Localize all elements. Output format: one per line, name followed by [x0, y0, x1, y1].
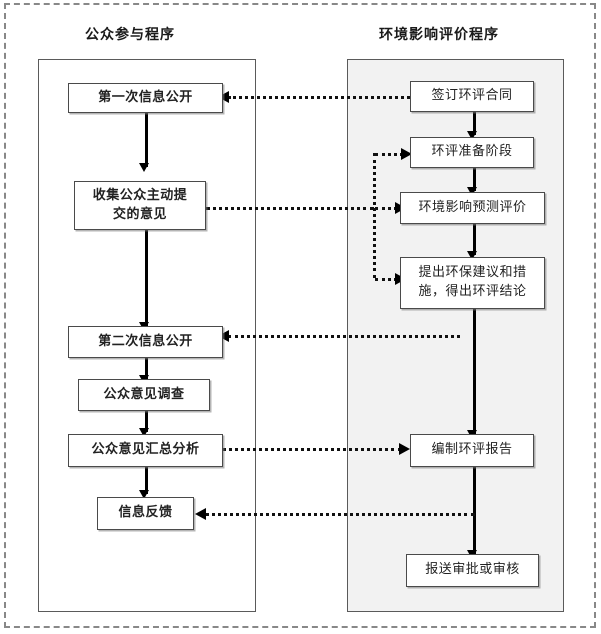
node-label: 编制环评报告: [431, 442, 513, 458]
node-label-line1: 提出环保建议和措: [418, 265, 527, 281]
node-environmental-impact-prediction[interactable]: 环境影响预测评价: [400, 192, 545, 224]
arrowhead-l5-l6: [139, 490, 149, 499]
connector-l1-l2: [145, 111, 148, 167]
connector-r4-r5: [473, 308, 476, 434]
node-information-feedback[interactable]: 信息反馈: [97, 497, 194, 530]
arrowhead-r3-r4: [467, 251, 477, 260]
node-public-opinion-survey[interactable]: 公众意见调查: [78, 379, 210, 411]
dotted-link-trunk-r2: [375, 153, 403, 156]
arrowhead-l1-l2: [139, 163, 149, 172]
connector-r1-r2: [473, 111, 476, 135]
dotted-trunk-vertical: [373, 153, 376, 278]
node-label-line2: 交的意见: [112, 206, 167, 222]
node-label: 环评准备阶段: [431, 144, 513, 160]
arrowhead-r5-l6: [195, 508, 206, 520]
node-collect-public-opinions[interactable]: 收集公众主动提 交的意见: [74, 181, 206, 230]
dotted-link-trunk-r3: [375, 207, 397, 210]
arrowhead-r2-r3: [467, 187, 477, 196]
arrowhead-r1-r2: [467, 131, 477, 140]
connector-r2-r3: [473, 167, 476, 191]
node-label: 第一次信息公开: [98, 89, 193, 105]
connector-l2-l3: [145, 228, 148, 326]
arrowhead-l4-l5: [139, 428, 149, 437]
node-submit-for-approval[interactable]: 报送审批或审核: [406, 554, 539, 587]
dotted-link-trunk-r4: [375, 278, 397, 281]
node-eia-preparation-stage[interactable]: 环评准备阶段: [410, 137, 534, 168]
arrowhead-r4-l3: [218, 330, 229, 342]
connector-r3-r4: [473, 223, 476, 255]
connector-l5-l6: [145, 466, 148, 494]
node-label: 公众意见汇总分析: [91, 442, 200, 458]
node-label: 第二次信息公开: [98, 333, 193, 349]
node-label: 签订环评合同: [431, 88, 513, 104]
dotted-link-r1-l1: [228, 96, 415, 99]
node-sign-eia-contract[interactable]: 签订环评合同: [410, 81, 534, 112]
node-first-information-disclosure[interactable]: 第一次信息公开: [68, 83, 223, 113]
node-label-line2: 施，得出环评结论: [418, 284, 527, 299]
connector-r5-r6: [473, 466, 476, 554]
arrowhead-trunk-r2: [401, 148, 412, 160]
connector-l3-l4: [145, 357, 148, 379]
dotted-link-r5-l6: [205, 513, 475, 516]
arrowhead-l5-r5: [399, 443, 410, 455]
node-label: 信息反馈: [118, 505, 173, 521]
page-border: [4, 3, 596, 628]
node-label: 公众意见调查: [103, 386, 185, 402]
dotted-link-r4-l3: [228, 335, 460, 338]
arrowhead-r1-l1: [218, 91, 229, 103]
node-public-opinion-analysis[interactable]: 公众意见汇总分析: [68, 434, 223, 467]
lane-title-public-participation: 公众参与程序: [85, 27, 175, 43]
node-eia-recommendations-conclusion[interactable]: 提出环保建议和措 施，得出环评结论: [400, 257, 545, 309]
node-compile-eia-report[interactable]: 编制环评报告: [410, 434, 534, 467]
dotted-link-l5-r5: [222, 448, 402, 451]
node-label-line1: 收集公众主动提: [92, 187, 188, 203]
lane-title-eia-procedure: 环境影响评价程序: [379, 27, 499, 43]
node-label: 报送审批或审核: [425, 562, 520, 578]
connector-l4-l5: [145, 410, 148, 432]
dotted-link-l2-trunk: [206, 207, 374, 210]
node-label: 环境影响预测评价: [418, 199, 527, 215]
node-second-information-disclosure[interactable]: 第二次信息公开: [68, 326, 223, 358]
